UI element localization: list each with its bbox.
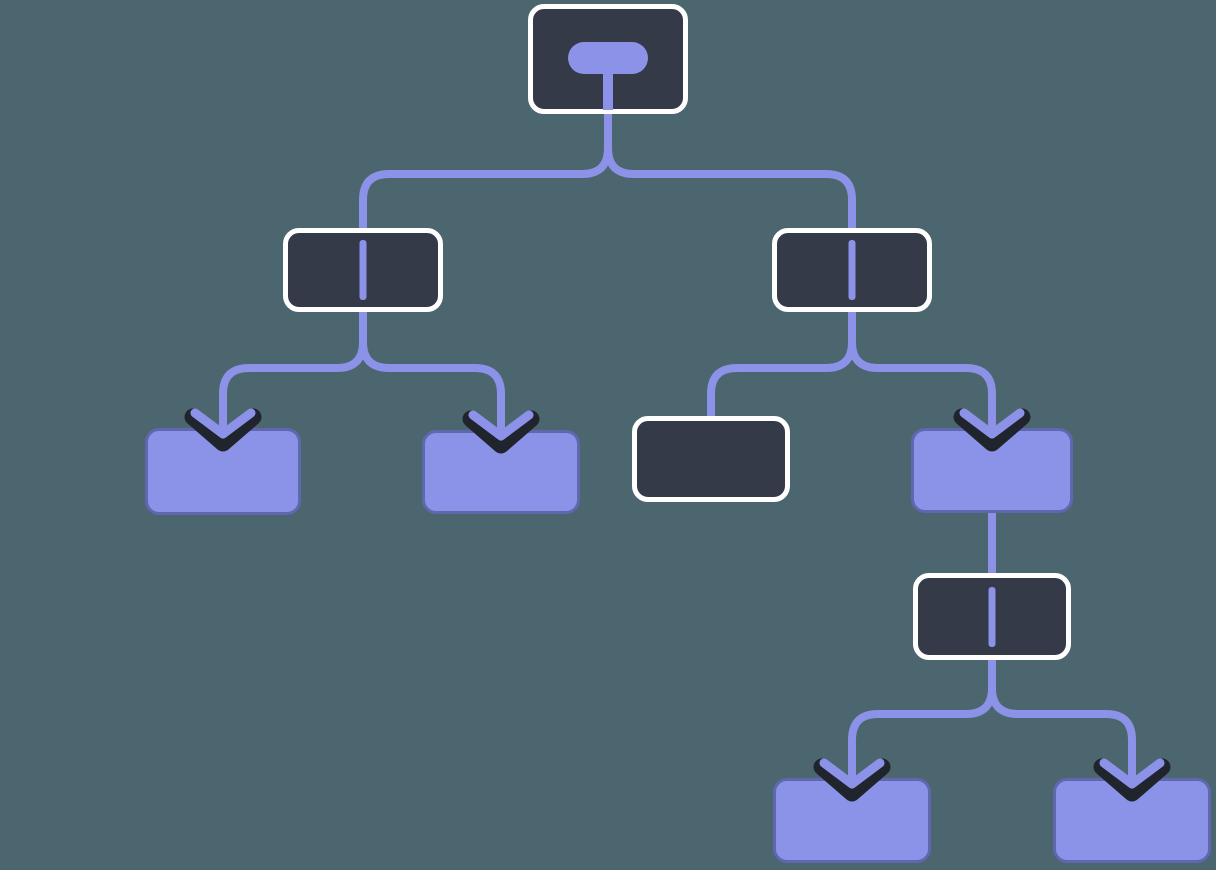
root-node: [528, 4, 688, 114]
connector-edge: [848, 310, 996, 414]
leaf-node-1: [145, 428, 301, 515]
connector-edge: [359, 310, 505, 416]
leaf-node-5: [1053, 778, 1211, 863]
leaf-node-3: [911, 428, 1073, 513]
branch-node-bottom: [913, 573, 1071, 660]
connector-edge: [604, 112, 856, 232]
leaf-node-4: [773, 778, 931, 863]
connector-edge: [988, 658, 1136, 764]
vertical-bar-icon: [848, 240, 856, 300]
plain-dark-node: [632, 416, 790, 502]
vertical-bar-icon: [988, 586, 996, 647]
branch-node-right: [772, 228, 932, 312]
vertical-bar-icon: [359, 240, 367, 300]
tree-pill-icon: [568, 42, 648, 74]
branch-node-left: [283, 228, 443, 312]
leaf-node-2: [422, 430, 580, 514]
